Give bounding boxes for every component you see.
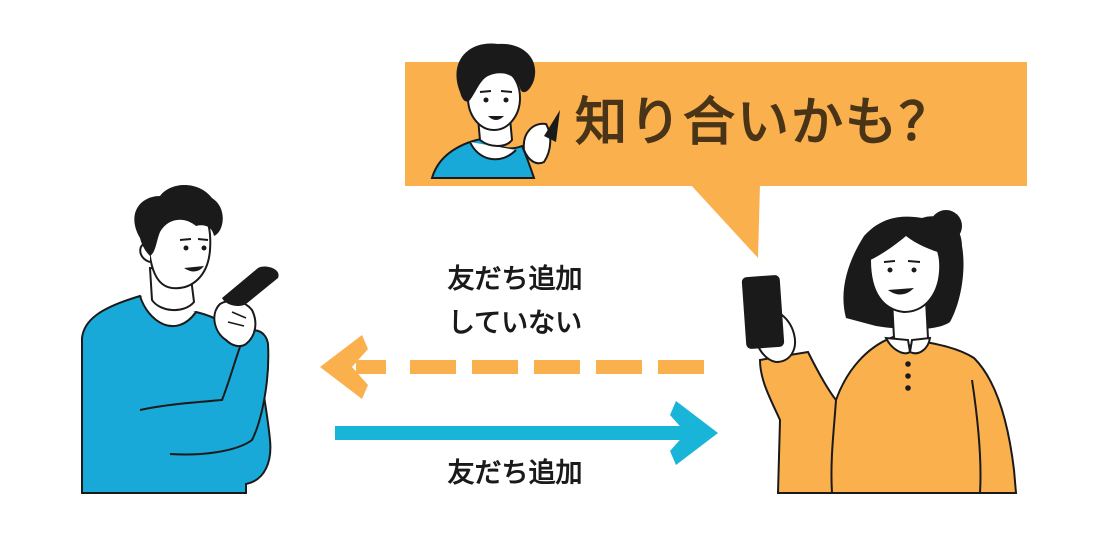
solid-arrow	[335, 401, 718, 465]
dashed-arrow-label-line1: 友だち追加	[447, 264, 583, 295]
speech-bubble-tail	[690, 184, 760, 258]
solid-arrow-shaft	[335, 426, 691, 440]
bubble-avatar	[430, 43, 560, 179]
right-person	[741, 210, 1018, 494]
dashed-arrow	[320, 335, 704, 399]
solid-arrow-head	[670, 401, 718, 465]
right-phone-icon	[741, 275, 785, 349]
dashed-arrow-label: 友だち追加 していない	[400, 258, 630, 346]
dashed-arrow-label-line2: していない	[447, 308, 583, 339]
left-person	[81, 185, 279, 494]
speech-bubble-text: 知り合いかも？	[575, 93, 954, 153]
dashed-arrow-head	[320, 335, 368, 399]
left-phone-icon	[222, 266, 279, 306]
solid-arrow-label: 友だち追加	[447, 458, 583, 489]
